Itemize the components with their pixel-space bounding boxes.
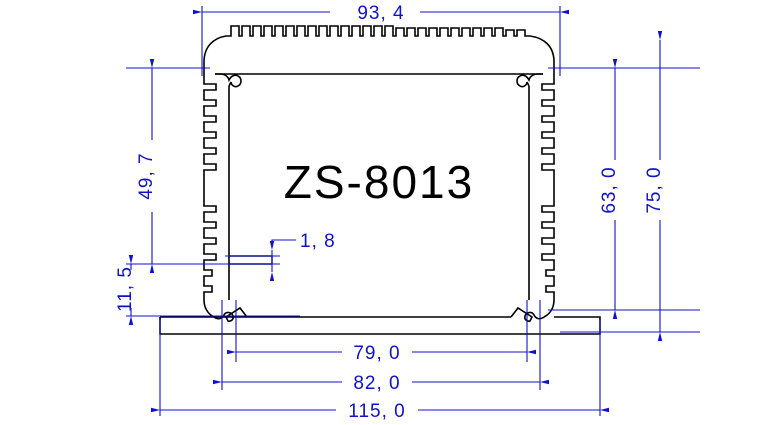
dimension-label-right-outer-height: 75, 0 bbox=[644, 166, 665, 213]
dimension-layer bbox=[126, 6, 700, 416]
dimension-label-left-upper-height: 49, 7 bbox=[136, 152, 157, 199]
left-wall-lower-fins bbox=[203, 196, 217, 318]
right-wall-upper-fins bbox=[541, 74, 555, 196]
top-shell-outline bbox=[203, 25, 555, 74]
left-screw-boss-top bbox=[215, 73, 242, 88]
right-wall-lower-fins bbox=[541, 196, 555, 318]
dimension-label-bottom-inner-width: 79, 0 bbox=[353, 343, 400, 364]
dimension-label-left-lower-height: 11, 5 bbox=[115, 266, 136, 312]
left-wall-upper-fins bbox=[203, 74, 217, 196]
dimension-label-right-inner-height: 63, 0 bbox=[599, 166, 620, 213]
dimension-label-top-width: 93, 4 bbox=[357, 3, 404, 24]
right-screw-boss-top bbox=[516, 73, 543, 88]
dimension-label-bottom-overall-width: 115, 0 bbox=[348, 401, 405, 422]
part-number-label: ZS-8013 bbox=[284, 156, 474, 208]
dimension-label-bottom-mid-width: 82, 0 bbox=[353, 373, 400, 394]
left-screw-boss-bottom bbox=[213, 306, 248, 322]
dimension-1-8 bbox=[225, 239, 296, 281]
enclosure-profile bbox=[203, 25, 555, 322]
right-wall-group bbox=[510, 73, 555, 322]
dimension-label-wall-thickness: 1, 8 bbox=[300, 231, 336, 252]
